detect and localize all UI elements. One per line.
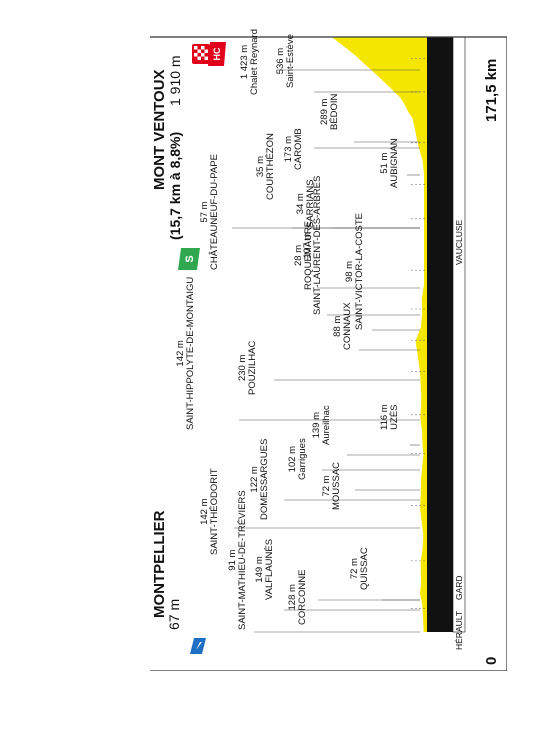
location-name: SAINT-MATHIEU-DE-TRÉVIERS [236,490,248,630]
stage-profile [150,35,507,671]
location-name: SARRIANS [304,179,316,228]
km-band [427,37,453,632]
start-name: MONTPELLIER [151,510,168,619]
hc-badge-icon: HC [208,42,226,66]
location-name: CAROMB [292,128,304,170]
location-name: COURTHÉZON [264,133,276,200]
km-label-bottom: 97,2 [440,300,451,320]
km-label-top: 104,3 [427,256,438,281]
location-name: DOMESSARGUES [258,438,270,520]
km-label-top: 165,3 [427,44,438,69]
km-label-top: 155,7 [427,78,438,102]
location-name: SAINT-THÉODORIT [208,468,220,555]
location-name: CORCONNE [296,569,308,625]
km-label-bottom: 27,9 [440,552,451,571]
department-strip [452,36,466,633]
department-label: HÉRAULT [454,610,464,650]
km-label-top: 20,5 [427,552,438,571]
location-name: ROQUEMAURE [302,220,314,290]
location-name: CHÂTEAUNEUF-DU-PAPE [208,154,220,270]
km-label-bottom: 11,2 [440,600,451,619]
km-label-bottom: 87,9 [440,331,451,351]
km-label-top: 6,8 [427,605,438,619]
km-label-top: 51,4 [427,445,438,464]
location-name: MOUSSAC [330,461,342,510]
sprint-badge-text: S [184,255,196,262]
km-label-bottom: 58,1 [440,445,451,464]
location-name: UZÈS [388,404,400,430]
sprint-icon: S [178,248,200,270]
location-name: SAINT-HIPPOLYTE-DE-MONTAIGU [184,276,196,430]
location-name: Aureilhac [320,405,332,445]
start-flag-icon [188,636,208,656]
km-label-top: 141 [427,136,438,153]
location-name: SAINT-VICTOR-LA-COSTE [353,212,365,330]
start-alt: 67 m [166,598,182,630]
km-label-top: 62,6 [427,406,438,425]
profile-area [332,37,427,632]
finish-alt: 1 910 m [167,55,183,106]
location-name: BÉDOIN [328,93,340,130]
profile-chart [150,36,507,671]
distance-start: 0 [483,656,500,665]
location-name: Saint-Estève [284,34,296,88]
km-label-top: 119,1 [427,205,438,229]
km-label-top: 129 [427,178,438,195]
km-label-bottom: 133,7 [440,170,451,195]
location-name: POUZILHAC [246,340,258,395]
hc-badge-text: HC [212,47,222,60]
km-label-bottom: 149,2 [440,129,451,153]
km-label-top: 84,1 [427,331,438,351]
km-label-bottom: 67,1 [440,406,451,425]
location-name: Chalet Reynard [248,28,260,95]
location-name: VALFLAUNÈS [263,538,275,600]
finish-climb: (15,7 km à 8,8%) [167,131,183,240]
km-label-top: 75,1 [427,362,438,382]
location-name: Garrigues [296,438,308,480]
department-label: GARD [454,575,464,600]
km-label-top: 93,1 [427,300,438,320]
finish-name: MONT VENTOUX [151,69,168,190]
finish-checkered-flag-icon [192,44,210,64]
km-label-top: 36,4 [427,497,438,516]
finish-climb-text: (15,7 km à 8,8%) [167,131,183,240]
location-name: AUBIGNAN [388,138,400,188]
distance-total: 171,5 km [483,58,500,122]
department-label: VAUCLUSE [454,219,464,265]
km-label-bottom: 112,4 [440,205,451,229]
km-label-bottom: 44,8 [440,497,451,516]
location-name: QUISSAC [358,547,370,590]
